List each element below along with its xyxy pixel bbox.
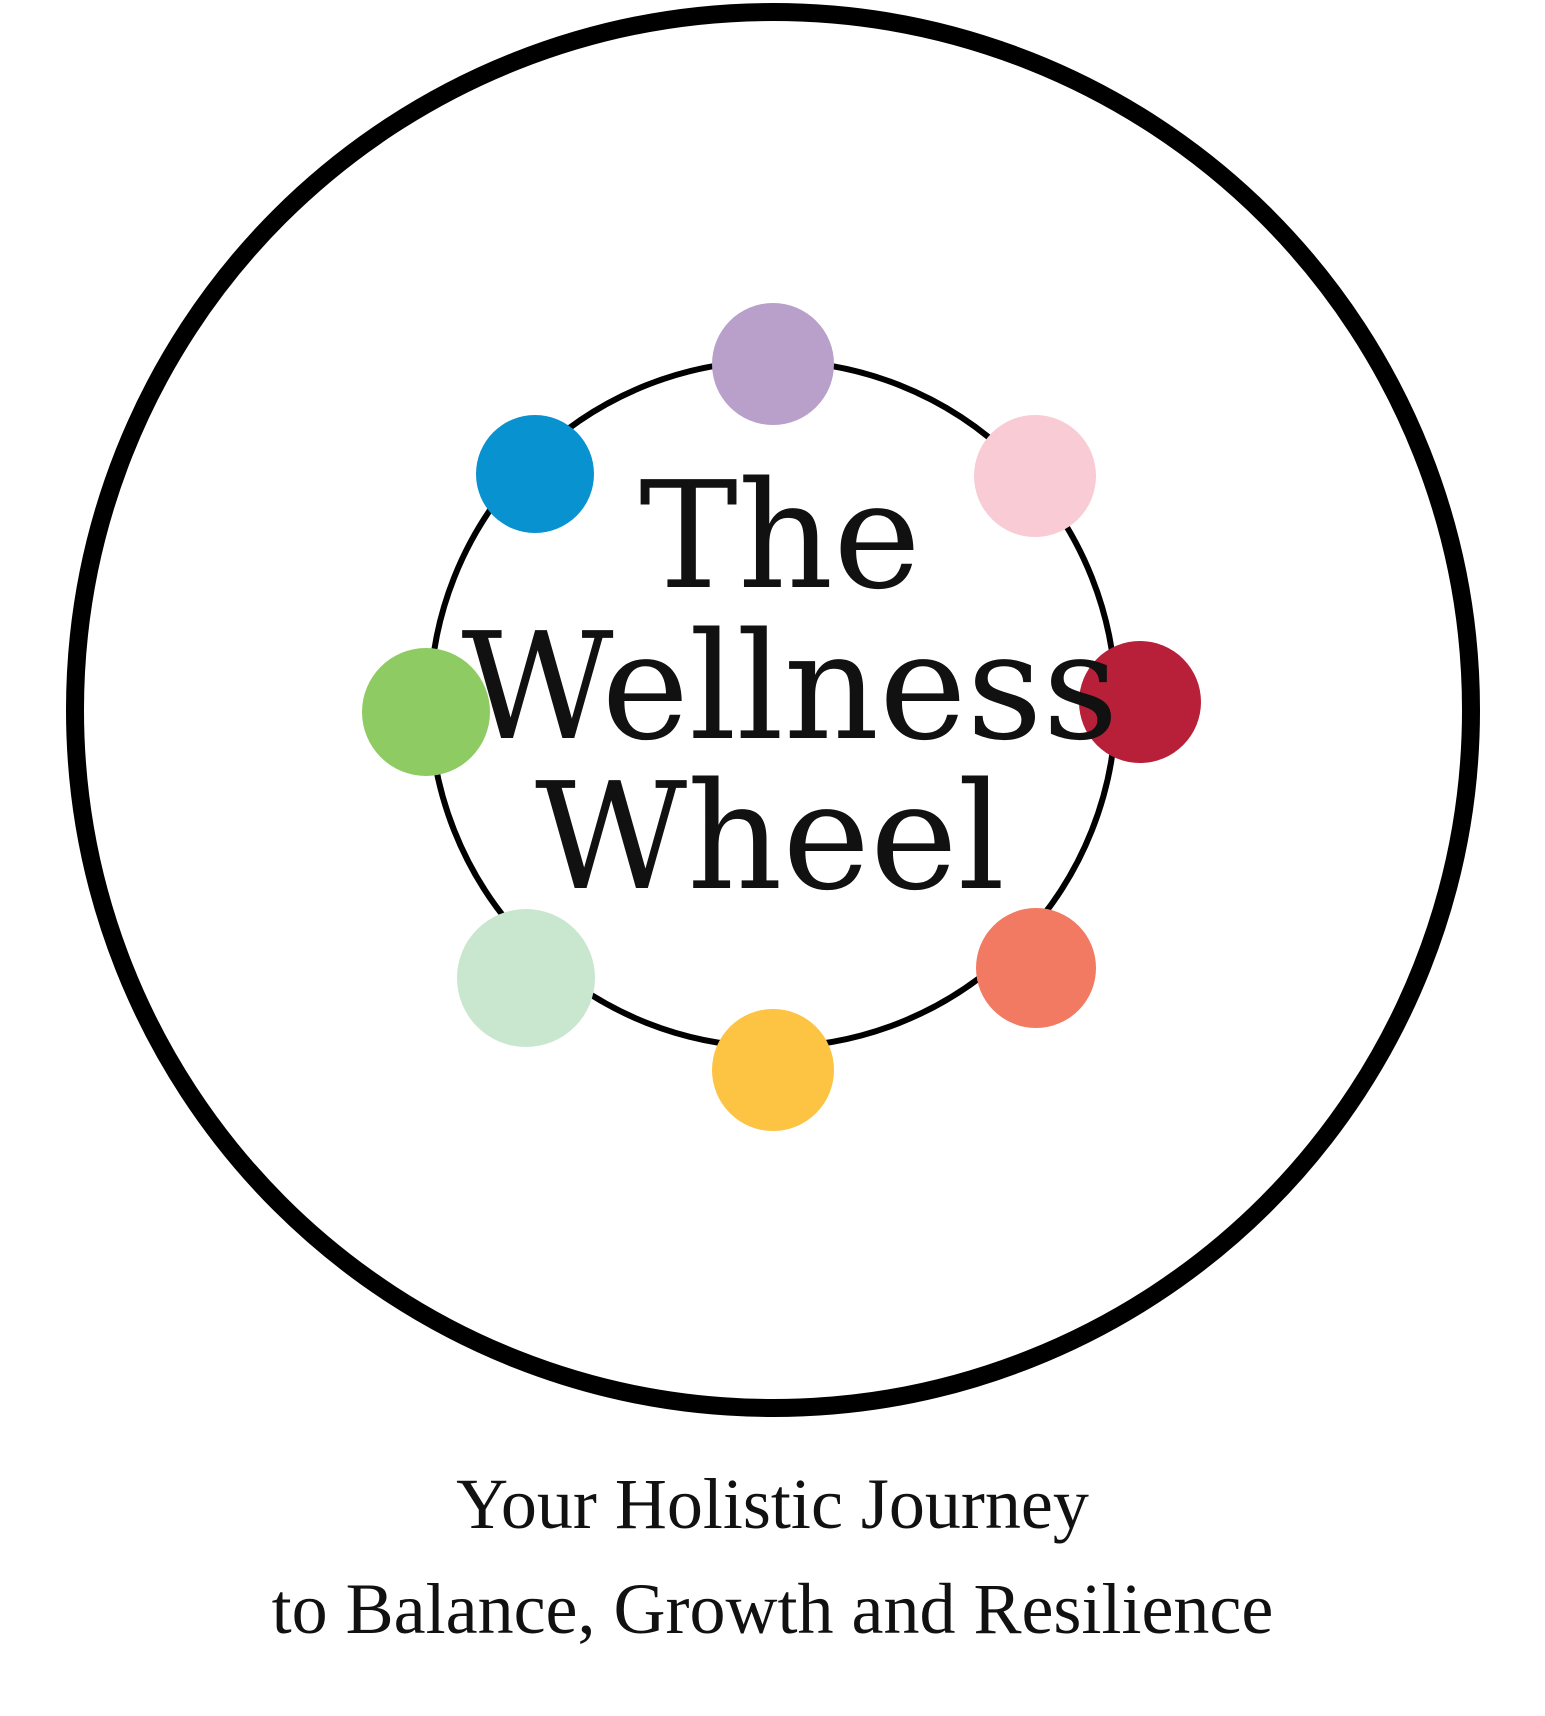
dot-crimson <box>1079 641 1201 763</box>
dot-green <box>362 648 490 776</box>
wellness-wheel-logo: The Wellness Wheel <box>66 3 1480 1417</box>
dot-coral <box>976 908 1096 1028</box>
dot-blue <box>476 415 594 533</box>
dot-yellow <box>712 1009 834 1131</box>
outer-ring <box>66 3 1480 1417</box>
logo-title-line-2: Wellness <box>461 601 1118 773</box>
tagline-line-2: to Balance, Growth and Resilience <box>271 1569 1274 1649</box>
tagline-line-1: Your Holistic Journey <box>456 1464 1089 1544</box>
logo-title-line-1: The <box>639 450 921 622</box>
dot-pink <box>974 415 1096 537</box>
logo-title-line-3: Wheel <box>535 751 1005 923</box>
color-dots <box>362 303 1201 1131</box>
dot-mint <box>457 909 595 1047</box>
dot-lavender <box>712 303 834 425</box>
